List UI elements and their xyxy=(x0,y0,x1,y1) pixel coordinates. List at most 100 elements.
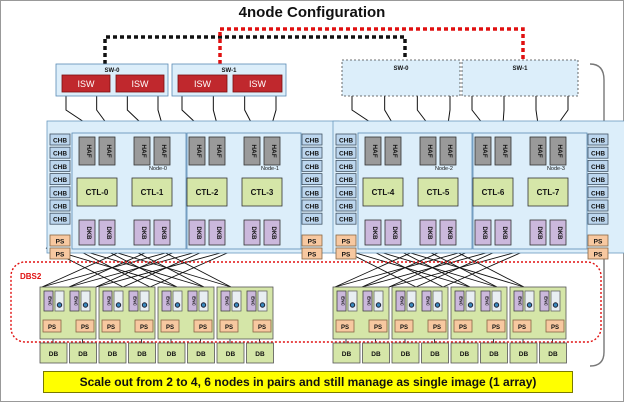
chb-box xyxy=(335,159,357,172)
db-box xyxy=(187,342,215,364)
chb-label: CHB xyxy=(305,177,319,184)
dkb-enc-cable xyxy=(95,247,239,288)
enc-module xyxy=(513,290,524,312)
drive-led xyxy=(375,302,382,308)
dkb-label: DKB xyxy=(556,227,562,241)
enc-ps-label: PS xyxy=(433,325,441,331)
db-label: DB xyxy=(430,351,440,358)
haf-label: HAF xyxy=(536,144,543,157)
db-box xyxy=(421,342,449,364)
ps-box xyxy=(301,234,323,247)
drive-led xyxy=(82,302,89,308)
node-label: Node-0 xyxy=(149,166,167,172)
chb-label: CHB xyxy=(339,190,353,197)
ctl-label: CTL-6 xyxy=(482,188,505,197)
ctl-label: CTL-7 xyxy=(537,188,560,197)
chb-label: CHB xyxy=(53,151,67,158)
chb-box xyxy=(587,186,609,199)
isw-box xyxy=(177,74,228,93)
dkb-box xyxy=(419,219,437,246)
chb-label: CHB xyxy=(591,164,605,171)
dkb-box xyxy=(384,219,402,246)
chb-label: CHB xyxy=(305,190,319,197)
haf-label: HAF xyxy=(446,144,453,157)
haf-box xyxy=(188,136,206,166)
switch-2-box xyxy=(341,59,461,97)
dkb-label: DKB xyxy=(446,227,452,241)
haf-label: HAF xyxy=(371,144,378,157)
haf-box xyxy=(263,136,281,166)
drive-slot xyxy=(524,290,535,312)
haf-label: HAF xyxy=(140,144,147,157)
drive-led xyxy=(141,302,148,308)
enc-module xyxy=(336,290,347,312)
dkb-label: DKB xyxy=(501,227,507,241)
haf-box xyxy=(419,136,437,166)
enc-module xyxy=(161,290,172,312)
db-box xyxy=(450,342,479,364)
chb-box xyxy=(49,212,71,225)
switch-label: SW-1 xyxy=(513,66,529,72)
db-label: DB xyxy=(167,351,177,358)
db-box xyxy=(509,342,538,364)
drive-led xyxy=(174,302,181,308)
dkb-label: DKB xyxy=(270,227,276,241)
dkb-label: DKB xyxy=(536,227,542,241)
enc-label: ENC xyxy=(48,296,53,306)
isw-label: ISW xyxy=(249,79,267,89)
dkb-box xyxy=(364,219,382,246)
dkb-enc-cable xyxy=(68,247,212,288)
isw-box xyxy=(232,74,283,93)
chb-box xyxy=(49,133,71,146)
chb-box xyxy=(301,186,323,199)
drive-led xyxy=(493,302,500,308)
drive-slot xyxy=(172,290,183,312)
dkb-box xyxy=(188,219,206,246)
enc-ps-label: PS xyxy=(107,325,115,331)
dkb-box xyxy=(529,219,547,246)
chb-label: CHB xyxy=(339,164,353,171)
ctl-label: CTL-2 xyxy=(196,188,219,197)
chb-label: CHB xyxy=(305,204,319,211)
dkb-box xyxy=(263,219,281,246)
db-box xyxy=(69,342,97,364)
enc-module xyxy=(480,290,491,312)
drive-led xyxy=(200,302,207,308)
ps-box xyxy=(49,247,71,260)
dkb-label: DKB xyxy=(195,227,201,241)
drive-slot xyxy=(347,290,358,312)
dkb-label: DKB xyxy=(215,227,221,241)
enc-ps-label: PS xyxy=(199,325,207,331)
haf-box xyxy=(98,136,116,166)
dkb-label: DKB xyxy=(85,227,91,241)
ctl-label: CTL-3 xyxy=(251,188,274,197)
dkb-box xyxy=(494,219,512,246)
ctl-box xyxy=(472,177,514,207)
enc-ps-box xyxy=(193,319,213,333)
ps-label: PS xyxy=(56,239,65,246)
enc-ps-label: PS xyxy=(48,325,56,331)
dbs2-label: DBS2 xyxy=(20,272,42,281)
chb-label: CHB xyxy=(339,217,353,224)
drive-slot xyxy=(406,290,417,312)
drive-slot xyxy=(373,290,384,312)
dkb-enc-cable xyxy=(149,247,239,288)
node-outline xyxy=(357,132,473,250)
db-label: DB xyxy=(401,351,411,358)
drive-slot xyxy=(80,290,91,312)
enc-ps-box xyxy=(486,319,506,333)
ps-label: PS xyxy=(594,252,603,259)
isw-label: ISW xyxy=(78,79,96,89)
enc-ps-label: PS xyxy=(166,325,174,331)
db-label: DB xyxy=(342,351,352,358)
drive-slot xyxy=(198,290,209,312)
chb-label: CHB xyxy=(53,177,67,184)
dkb-label: DKB xyxy=(426,227,432,241)
haf-label: HAF xyxy=(160,144,167,157)
enc-ps-label: PS xyxy=(341,325,349,331)
db-box xyxy=(391,342,420,364)
enc-label: ENC xyxy=(544,296,549,306)
chb-label: CHB xyxy=(339,204,353,211)
ctl-box xyxy=(241,177,283,207)
dkb-box xyxy=(133,219,151,246)
